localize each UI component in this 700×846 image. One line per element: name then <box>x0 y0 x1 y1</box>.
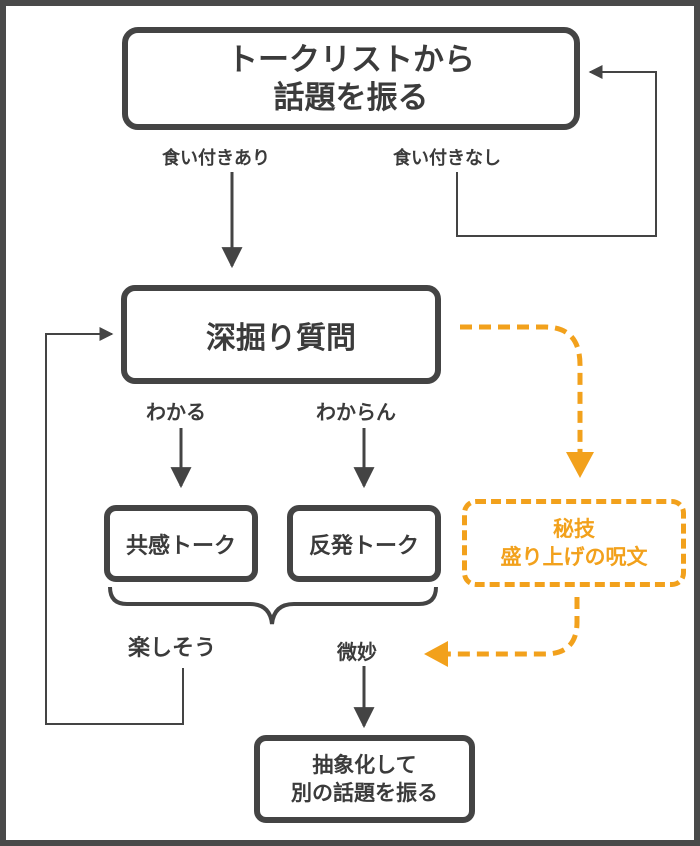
label-dont-understand: わからん <box>316 400 396 424</box>
arrowhead-to-secret-technique <box>566 452 594 478</box>
arrow-fun-loop <box>45 327 184 725</box>
node-counter-talk-text: 反発トーク <box>308 533 419 559</box>
node-secret-technique-line2: 盛り上げの呪文 <box>500 545 648 569</box>
node-abstract-topic-line1: 抽象化して <box>312 753 417 777</box>
label-interested: 食い付きあり <box>162 148 270 169</box>
node-abstract-topic: 抽象化して 別の話題を振る <box>254 735 475 823</box>
arrow-not-interested-loop <box>456 65 657 237</box>
diagram-canvas <box>6 6 694 840</box>
arrow-from-secret-technique <box>448 597 580 657</box>
node-secret-technique: 秘技 盛り上げの呪文 <box>462 499 686 587</box>
label-fun: 楽しそう <box>128 636 217 661</box>
label-understand: わかる <box>146 400 206 424</box>
node-empathy-talk: 共感トーク <box>104 505 258 582</box>
node-empathy-talk-text: 共感トーク <box>125 533 236 559</box>
node-abstract-topic-line2: 別の話題を振る <box>291 781 438 805</box>
node-topic-from-list-line2: 話題を振る <box>273 79 429 116</box>
node-counter-talk: 反発トーク <box>287 505 441 582</box>
arrow-to-secret-technique <box>460 324 583 452</box>
label-not-interested: 食い付きなし <box>393 148 501 169</box>
node-deep-question-text: 深掘り質問 <box>206 320 356 356</box>
label-subtle: 微妙 <box>337 640 377 664</box>
arrowhead-from-secret-technique <box>424 641 448 667</box>
node-topic-from-list: トークリストから 話題を振る <box>122 27 580 130</box>
node-secret-technique-line1: 秘技 <box>553 517 595 541</box>
grouping-brace <box>108 586 438 625</box>
node-topic-from-list-line1: トークリストから <box>227 41 475 78</box>
node-deep-question: 深掘り質問 <box>121 285 441 384</box>
